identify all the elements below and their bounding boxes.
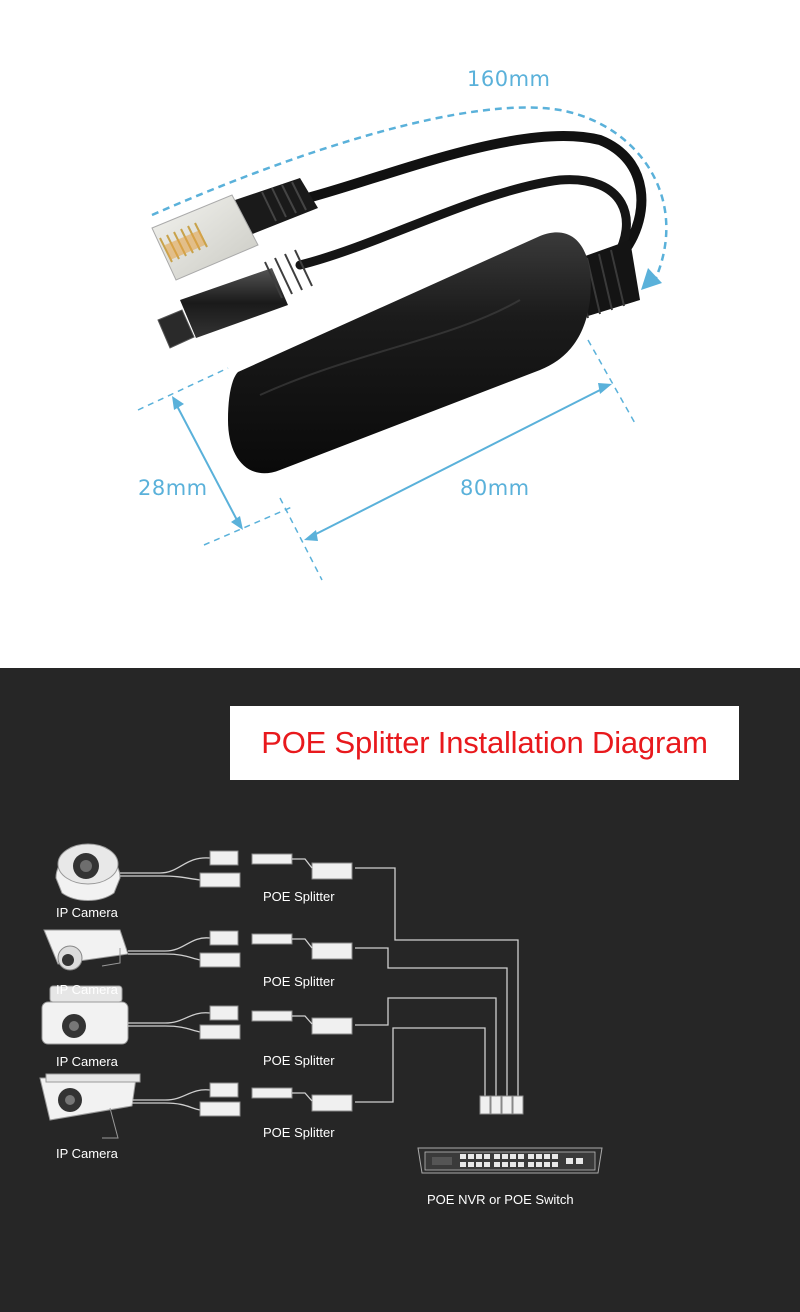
cable-length-label: 160mm <box>467 67 551 91</box>
poe-switch-icon <box>417 1147 603 1174</box>
bullet-camera-icon <box>39 1073 141 1139</box>
length-label: 80mm <box>460 476 530 500</box>
row-1-hardware <box>55 843 353 901</box>
length-arrow-right <box>598 383 612 394</box>
row-4-hardware <box>39 1073 353 1139</box>
length-arrow-left <box>304 530 318 541</box>
camera-label-1: IP Camera <box>56 905 118 920</box>
ethernet-cable <box>295 131 647 255</box>
switch-label: POE NVR or POE Switch <box>427 1192 574 1207</box>
width-arrow-top <box>172 396 184 410</box>
splitter-label-4: POE Splitter <box>263 1125 335 1140</box>
network-wires <box>355 867 519 1103</box>
cable-length-dimension-arc <box>151 106 668 281</box>
switch-plugs <box>479 1095 524 1115</box>
bullet-camera-icon <box>43 929 129 971</box>
row-2-hardware <box>43 929 353 971</box>
poe-splitter-product-image <box>137 106 668 581</box>
width-dimension-guide-top <box>137 367 229 411</box>
dome-camera-icon <box>55 843 121 901</box>
cable-length-arrow-head <box>641 268 662 290</box>
length-dimension-guide-left <box>279 497 323 581</box>
splitter-body <box>228 232 591 474</box>
row-3-hardware <box>41 985 353 1045</box>
width-dimension-line <box>175 403 239 523</box>
splitter-label-2: POE Splitter <box>263 974 335 989</box>
dc-power-plug <box>157 249 313 349</box>
dc-cable <box>295 175 631 270</box>
installation-diagram-section: POE Splitter Installation Diagram IP Cam… <box>0 668 800 1312</box>
width-arrow-bottom <box>231 516 243 530</box>
width-label: 28mm <box>138 476 208 500</box>
splitter-label-1: POE Splitter <box>263 889 335 904</box>
length-dimension-line <box>311 387 605 537</box>
splitter-label-3: POE Splitter <box>263 1053 335 1068</box>
diagram-title-box: POE Splitter Installation Diagram <box>230 706 739 780</box>
length-dimension-guide-right <box>587 339 637 426</box>
diagram-title: POE Splitter Installation Diagram <box>261 725 708 760</box>
product-photo-section: 160mm 28mm 80mm <box>137 67 668 581</box>
camera-label-2: IP Camera <box>56 982 118 997</box>
camera-label-3: IP Camera <box>56 1054 118 1069</box>
camera-label-4: IP Camera <box>56 1146 118 1161</box>
box-camera-icon <box>41 985 129 1045</box>
installation-diagram-drawing <box>39 843 603 1174</box>
rj45-plug <box>151 194 259 281</box>
rj45-boot <box>235 178 318 235</box>
width-dimension-guide-bottom <box>203 506 293 546</box>
